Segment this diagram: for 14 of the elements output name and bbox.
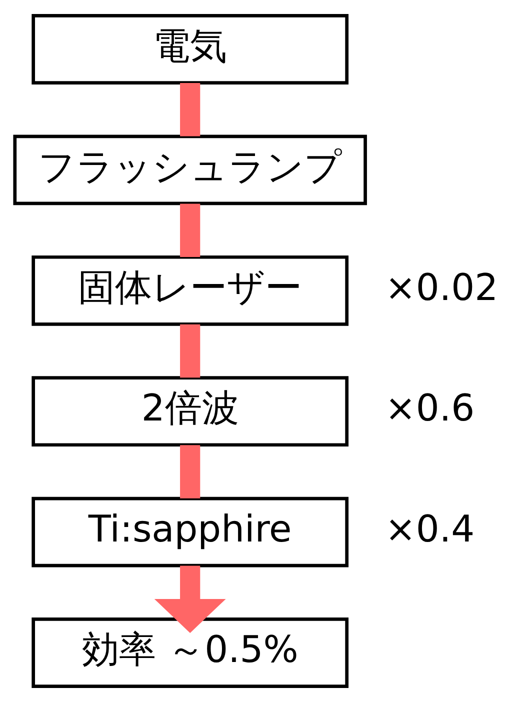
label: ×0.4 xyxy=(385,506,475,550)
label: ×0.02 xyxy=(385,266,498,309)
connector xyxy=(180,324,200,378)
connector xyxy=(180,82,200,136)
node-box: 効率 ～0.5% xyxy=(32,617,349,688)
node-box: フラッシュランプ xyxy=(13,134,367,205)
connector xyxy=(180,444,200,498)
label: ×0.6 xyxy=(385,386,475,430)
arrow xyxy=(154,565,226,632)
node-box: Ti:sapphire xyxy=(32,496,349,567)
node-box: 2倍波 xyxy=(32,376,349,446)
node-box: 固体レーザー xyxy=(32,254,349,326)
connector xyxy=(180,203,200,256)
node-box: 電気 xyxy=(32,14,349,84)
